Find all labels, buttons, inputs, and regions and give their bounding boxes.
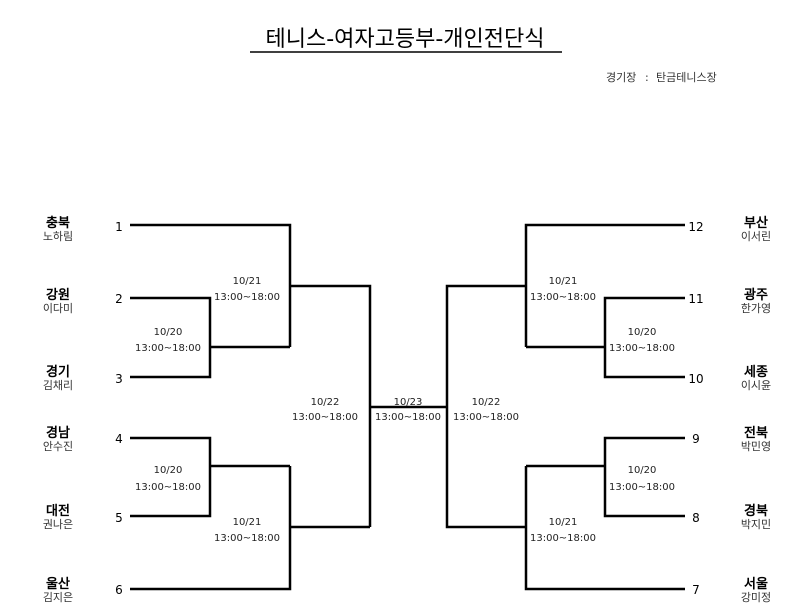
match-schedule-right-r1-bottom: 10/20 13:00~18:00 xyxy=(609,465,675,493)
match-date: 10/21 xyxy=(549,517,578,528)
bracket-line-left-r2-bottom xyxy=(130,466,370,591)
left-entry: 경남 안수진 4 xyxy=(43,425,123,453)
right-entry: 세종 이시윤 10 xyxy=(688,365,771,392)
bracket-line-left-r1-bottom xyxy=(130,436,290,518)
page-title: 테니스-여자고등부-개인전단식 xyxy=(266,27,545,52)
venue-label: 경기장 xyxy=(606,71,636,84)
entry-region: 울산 xyxy=(46,576,70,592)
entry-player: 한가영 xyxy=(741,302,771,315)
entry-player: 김채리 xyxy=(43,379,73,392)
match-date: 10/21 xyxy=(549,276,578,287)
match-time: 13:00~18:00 xyxy=(214,533,280,544)
entry-region: 광주 xyxy=(744,288,768,303)
entry-seed: 6 xyxy=(115,583,123,597)
right-entry: 부산 이서린 12 xyxy=(688,215,771,243)
match-date: 10/20 xyxy=(154,465,183,476)
entry-seed: 4 xyxy=(115,432,123,446)
entry-region: 경남 xyxy=(46,425,70,441)
entry-seed: 1 xyxy=(115,220,123,234)
match-time: 13:00~18:00 xyxy=(292,412,358,423)
entry-region: 서울 xyxy=(744,576,768,592)
match-date: 10/20 xyxy=(628,465,657,476)
match-schedule-left-r1-bottom: 10/20 13:00~18:00 xyxy=(135,465,201,493)
match-time: 13:00~18:00 xyxy=(530,292,596,303)
match-time: 13:00~18:00 xyxy=(609,482,675,493)
entry-player: 노하림 xyxy=(43,229,73,243)
match-schedule-left-r2-top: 10/21 13:00~18:00 xyxy=(214,276,280,303)
entry-seed: 12 xyxy=(688,220,703,234)
match-date: 10/20 xyxy=(628,327,657,338)
entry-region: 세종 xyxy=(744,365,768,380)
venue-name: 탄금테니스장 xyxy=(656,71,717,84)
match-schedule-left-r2-bottom: 10/21 13:00~18:00 xyxy=(214,517,280,544)
match-time: 13:00~18:00 xyxy=(135,482,201,493)
entry-player: 안수진 xyxy=(43,440,73,453)
match-schedule-final: 10/23 13:00~18:00 xyxy=(375,397,441,423)
match-date: 10/21 xyxy=(233,276,262,287)
entry-region: 전북 xyxy=(744,425,768,441)
entry-region: 경북 xyxy=(744,503,768,519)
bracket-line-right-r2-top xyxy=(524,223,685,347)
entry-seed: 7 xyxy=(692,583,700,597)
match-time: 13:00~18:00 xyxy=(214,292,280,303)
match-date: 10/21 xyxy=(233,517,262,528)
entry-seed: 2 xyxy=(115,292,123,306)
match-schedule-left-semi: 10/22 13:00~18:00 xyxy=(292,397,358,423)
left-entry: 대전 권나은 5 xyxy=(43,503,123,531)
left-entry: 경기 김채리 3 xyxy=(43,364,123,392)
bracket-line-right-semi xyxy=(445,284,526,529)
entry-region: 부산 xyxy=(744,215,768,231)
right-entry: 경북 박지민 8 xyxy=(692,503,771,531)
entry-player: 이시윤 xyxy=(741,379,771,392)
entry-player: 박지민 xyxy=(741,518,771,531)
entry-player: 강미정 xyxy=(741,591,771,604)
entry-seed: 11 xyxy=(688,292,703,306)
entry-player: 권나은 xyxy=(43,518,73,531)
match-date: 10/22 xyxy=(311,397,340,408)
match-date: 10/22 xyxy=(472,397,501,408)
bracket-line-left-semi xyxy=(290,284,447,527)
match-date: 10/20 xyxy=(154,327,183,338)
match-schedule-right-r2-bottom: 10/21 13:00~18:00 xyxy=(530,517,596,544)
match-schedule-left-r1-top: 10/20 13:00~18:00 xyxy=(135,327,201,354)
match-time: 13:00~18:00 xyxy=(453,412,519,423)
entry-seed: 8 xyxy=(692,511,700,525)
entry-player: 이서린 xyxy=(741,230,771,243)
match-date: 10/23 xyxy=(394,397,423,408)
right-entry: 전북 박민영 9 xyxy=(692,425,771,453)
entry-seed: 10 xyxy=(688,372,703,386)
entry-seed: 9 xyxy=(692,432,700,446)
match-schedule-right-r1-top: 10/20 13:00~18:00 xyxy=(609,327,675,354)
match-time: 13:00~18:00 xyxy=(375,412,441,423)
venue-separator: : xyxy=(645,71,649,84)
entry-player: 김지은 xyxy=(43,591,73,604)
entry-region: 경기 xyxy=(46,364,70,380)
bracket-line-right-r1-bottom xyxy=(526,436,685,518)
match-time: 13:00~18:00 xyxy=(135,343,201,354)
entry-seed: 3 xyxy=(115,372,123,386)
bracket-line-right-r1-top xyxy=(526,296,685,379)
left-entry: 울산 김지은 6 xyxy=(43,576,123,604)
entry-region: 대전 xyxy=(46,503,70,519)
right-entry: 광주 한가영 11 xyxy=(688,288,771,315)
bracket-line-right-r2-bottom xyxy=(524,466,685,591)
left-entry: 충북 노하림 1 xyxy=(43,215,123,243)
entry-seed: 5 xyxy=(115,511,123,525)
entry-region: 강원 xyxy=(46,287,70,303)
match-schedule-right-r2-top: 10/21 13:00~18:00 xyxy=(530,276,596,303)
match-time: 13:00~18:00 xyxy=(609,343,675,354)
match-schedule-right-semi: 10/22 13:00~18:00 xyxy=(453,397,519,423)
entry-region: 충북 xyxy=(46,215,70,231)
right-entry: 서울 강미정 7 xyxy=(692,576,771,604)
entry-player: 이다미 xyxy=(43,302,73,315)
bracket-line-left-r1-top xyxy=(130,296,290,379)
match-time: 13:00~18:00 xyxy=(530,533,596,544)
entry-player: 박민영 xyxy=(741,440,771,453)
left-entry: 강원 이다미 2 xyxy=(43,287,123,315)
